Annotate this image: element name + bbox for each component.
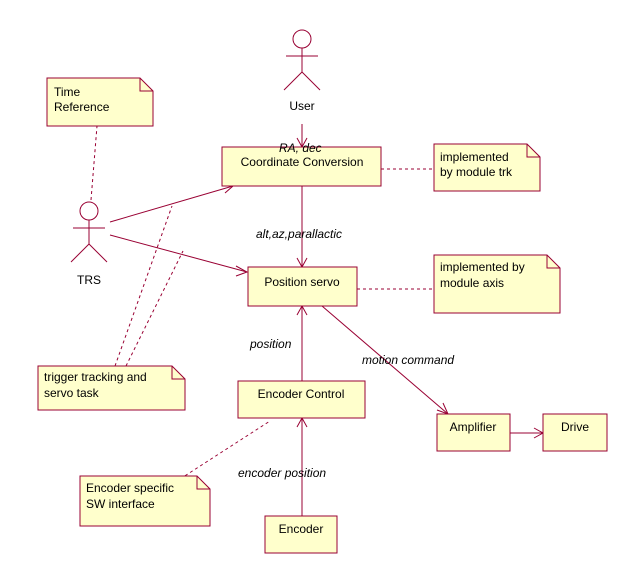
trigger-note: trigger tracking and servo task [37, 365, 186, 411]
encoder-control-label: Encoder Control [258, 387, 345, 401]
encoder-control-box: Encoder Control [237, 380, 366, 419]
position-servo-label: Position servo [264, 275, 340, 289]
implemented-trk-line1: implemented [440, 150, 509, 164]
amplifier-box: Amplifier [436, 413, 511, 452]
encoder-specific-line2: SW interface [86, 497, 155, 511]
implemented-axis-line2: module axis [440, 276, 504, 290]
encoder-label: Encoder [279, 522, 324, 536]
servo-to-amplifier-line [321, 305, 449, 415]
trigger-link-2 [125, 250, 184, 367]
trs-to-servo-arrowhead [235, 265, 249, 277]
motion-command-label: motion command [362, 353, 454, 367]
amplifier-label: Amplifier [450, 420, 497, 434]
drive-box: Drive [542, 413, 608, 452]
time-reference-link [90, 125, 98, 201]
trs-to-conversion-line [109, 185, 234, 223]
implemented-trk-line2: by module trk [440, 165, 513, 179]
coordinate-conversion-box: Coordinate Conversion [221, 146, 382, 187]
trs-label: TRS [77, 273, 101, 287]
user-label: User [289, 99, 314, 113]
user-actor: User [283, 29, 321, 113]
trs-to-servo-line [109, 234, 248, 273]
encoder-box: Encoder [264, 515, 338, 554]
encoder-specific-note: Encoder specific SW interface [79, 475, 211, 527]
position-servo-box: Position servo [247, 266, 358, 307]
alt-az-label: alt,az,parallactic [256, 227, 342, 241]
trigger-line1: trigger tracking and [44, 370, 147, 384]
drive-label: Drive [561, 420, 589, 434]
trs-actor: TRS [70, 201, 108, 287]
encoder-position-label: encoder position [238, 466, 326, 480]
time-reference-note: Time Reference [46, 77, 154, 127]
coordinate-conversion-label: Coordinate Conversion [241, 155, 364, 169]
time-reference-line2: Reference [54, 100, 110, 114]
implemented-axis-note: implemented by module axis [433, 254, 561, 314]
time-reference-line1: Time [54, 85, 81, 99]
ra-dec-label: RA, dec [279, 141, 322, 155]
trigger-line2: servo task [44, 386, 100, 400]
position-label: position [249, 337, 292, 351]
trigger-link-1 [114, 205, 173, 367]
implemented-trk-note: implemented by module trk [433, 143, 541, 192]
encoder-specific-line1: Encoder specific [86, 481, 174, 495]
implemented-axis-line1: implemented by [440, 260, 525, 274]
